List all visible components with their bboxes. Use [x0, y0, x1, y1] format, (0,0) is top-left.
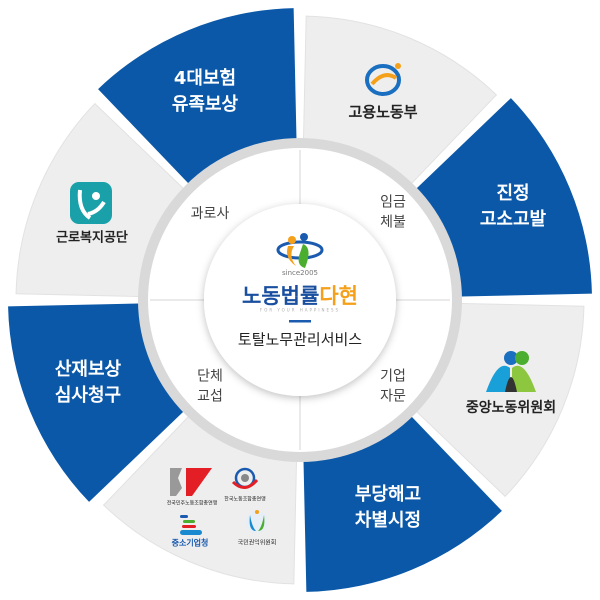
segment-moel[interactable]: 고용노동부: [348, 102, 417, 124]
segment-unfair-dismissal[interactable]: 부당해고 차별시정: [355, 482, 421, 534]
segment-industrial-accident[interactable]: 산재보상 심사청구: [55, 357, 121, 409]
fktu-label: 한국노동조합총연맹: [224, 496, 266, 503]
kctu-logo-icon: [170, 468, 212, 496]
dahyun-logo-icon: [276, 233, 324, 268]
brand-main: 노동법률: [242, 284, 320, 308]
nlrc-logo-icon: [486, 351, 536, 392]
segment-wedge-0[interactable]: [98, 8, 297, 192]
inner-item-collective-bargaining[interactable]: 단체 교섭: [197, 367, 223, 408]
segment-label: 4대보험 유족보상: [171, 67, 239, 115]
segment-wedge-4[interactable]: [303, 408, 502, 592]
segment-label: 산재보상 심사청구: [54, 358, 122, 406]
inner-item-label: 과로사: [190, 205, 230, 222]
segment-label: 고용노동부: [348, 103, 418, 122]
inner-item-overwork-death[interactable]: 과로사: [191, 204, 230, 224]
segment-wedge-6[interactable]: [8, 303, 192, 502]
segment-petition-complaint[interactable]: 진정 고소고발: [480, 181, 546, 233]
brand-name: 노동법률다현: [242, 280, 358, 310]
segment-label: 중앙노동위원회: [465, 399, 557, 416]
moel-logo-icon: [365, 63, 401, 96]
inner-item-label: 기업 자문: [380, 368, 406, 405]
smba-logo-icon: [180, 515, 202, 535]
brand-accent: 다현: [319, 284, 358, 308]
segment-nlrc[interactable]: 중앙노동위원회: [466, 398, 556, 418]
inner-item-label: 임금 체불: [380, 194, 406, 231]
since-text: since2005: [282, 269, 318, 277]
inner-item-unpaid-wages[interactable]: 임금 체불: [380, 193, 406, 234]
fktu-logo-icon: [231, 467, 259, 489]
segment-label: 근로복지공단: [56, 230, 128, 246]
comwel-logo-icon: [70, 182, 112, 224]
smba-label: 중소기업청: [171, 538, 209, 548]
segment-survivor-compensation[interactable]: 4대보험 유족보상: [172, 66, 238, 118]
center-subtitle: 토탈노무관리서비스: [237, 330, 363, 349]
segment-label: 진정 고소고발: [479, 182, 547, 230]
segment-comwel[interactable]: 근로복지공단: [56, 230, 128, 249]
brand-tagline: FOR YOUR HAPPINESS: [259, 307, 341, 313]
kctu-label: 전국민주노동조합총연맹: [166, 500, 218, 507]
center-divider: [289, 320, 311, 323]
inner-item-corporate-advisory[interactable]: 기업 자문: [380, 367, 406, 408]
segment-label: 부당해고 차별시정: [354, 483, 422, 531]
acrc-label: 국민권익위원회: [237, 539, 277, 547]
acrc-logo-icon: [246, 510, 268, 533]
inner-item-label: 단체 교섭: [197, 368, 223, 405]
center-circle: [204, 204, 396, 396]
segment-wedge-2[interactable]: [408, 98, 592, 297]
